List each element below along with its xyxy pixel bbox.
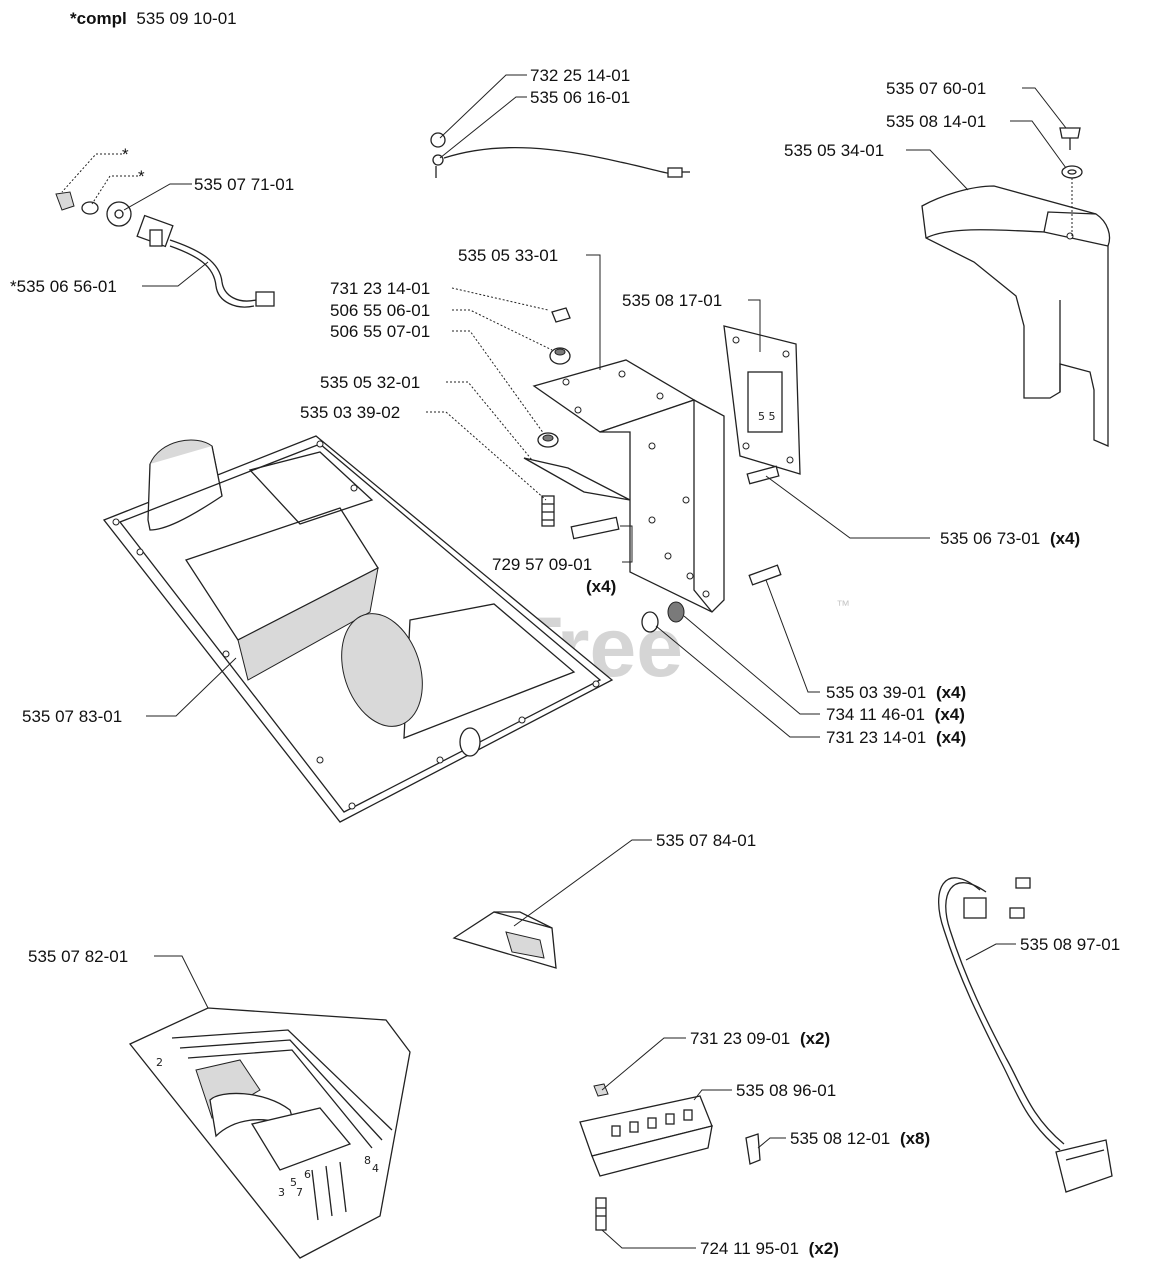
- mounting-bracket: [523, 307, 725, 613]
- callout-535-05-32-01: 535 05 32-01: [320, 373, 420, 392]
- callout-724-11-95-01-number: 724 11 95-01: [700, 1239, 799, 1258]
- callout-724-11-95-01-qty: (x2): [809, 1239, 839, 1258]
- callout-734-11-46-01-number: 734 11 46-01: [826, 705, 925, 724]
- switch-assembly: [55, 191, 275, 308]
- wire-harness-large: [938, 877, 1113, 1193]
- callout-731-23-09-01: 731 23 09-01 (x2): [690, 1029, 830, 1048]
- panel-mark-5: 5: [290, 1176, 297, 1189]
- callout-labels: 732 25 14-01 535 06 16-01 535 07 60-01 5…: [10, 66, 1120, 1258]
- callout-731-23-09-01-number: 731 23 09-01: [690, 1029, 790, 1048]
- callout-535-06-73-01-number: 535 06 73-01: [940, 529, 1040, 548]
- callout-535-06-56-01: *535 06 56-01: [10, 277, 117, 296]
- callout-732-25-14-01: 732 25 14-01: [530, 66, 630, 85]
- callout-731-23-14-01-x4-qty: (x4): [936, 728, 966, 747]
- label-plate: 5 5: [723, 325, 801, 475]
- callout-535-07-82-01: 535 07 82-01: [28, 947, 128, 966]
- panel-mark-3: 3: [278, 1186, 285, 1199]
- callout-731-23-14-01-x4-number: 731 23 14-01: [826, 728, 926, 747]
- callout-535-07-84-01: 535 07 84-01: [656, 831, 756, 850]
- bracket-screws: [570, 465, 782, 633]
- callout-535-06-73-01-qty: (x4): [1050, 529, 1080, 548]
- leader-lines: [61, 74, 1067, 1249]
- callout-506-55-06-01: 506 55 06-01: [330, 301, 430, 320]
- callout-535-03-39-01-qty: (x4): [936, 683, 966, 702]
- callout-731-23-09-01-qty: (x2): [800, 1029, 830, 1048]
- callout-535-03-39-02: 535 03 39-02: [300, 403, 400, 422]
- callout-535-08-17-01: 535 08 17-01: [622, 291, 722, 310]
- callout-535-05-33-01: 535 05 33-01: [458, 246, 558, 265]
- callout-535-07-60-01: 535 07 60-01: [886, 79, 986, 98]
- svg-text:5 5: 5 5: [758, 410, 776, 423]
- cable-harness-small: [430, 132, 690, 178]
- base-plate: [102, 435, 614, 823]
- assembly-title-prefix: *compl: [70, 9, 127, 28]
- callout-731-23-14-01: 731 23 14-01: [330, 279, 430, 298]
- callout-535-07-71-01: 535 07 71-01: [194, 175, 294, 194]
- callout-asterisk-b: *: [138, 167, 145, 186]
- callout-535-05-34-01: 535 05 34-01: [784, 141, 884, 160]
- callout-535-03-39-01-number: 535 03 39-01: [826, 683, 926, 702]
- assembly-title-number: 535 09 10-01: [136, 9, 236, 28]
- panel-mark-7: 7: [296, 1186, 303, 1199]
- panel-mark-4: 4: [372, 1162, 379, 1175]
- small-cover: [452, 911, 557, 969]
- callout-729-57-09-01: 729 57 09-01: [492, 555, 592, 574]
- callout-535-08-14-01: 535 08 14-01: [886, 112, 986, 131]
- callout-535-08-12-01-number: 535 08 12-01: [790, 1129, 890, 1148]
- terminal-block: [579, 1083, 761, 1231]
- callout-724-11-95-01: 724 11 95-01 (x2): [700, 1239, 839, 1258]
- callout-731-23-14-01-x4: 731 23 14-01 (x4): [826, 728, 966, 747]
- panel-mark-8: 8: [364, 1154, 371, 1167]
- callout-535-08-12-01-qty: (x8): [900, 1129, 930, 1148]
- callout-535-06-16-01: 535 06 16-01: [530, 88, 630, 107]
- callout-535-03-39-01: 535 03 39-01 (x4): [826, 683, 966, 702]
- assembly-title: *compl 535 09 10-01: [70, 9, 237, 28]
- callout-535-06-73-01: 535 06 73-01 (x4): [940, 529, 1080, 548]
- panel-mark-2: 2: [156, 1056, 163, 1069]
- callout-asterisk-a: *: [122, 145, 129, 164]
- callout-734-11-46-01-qty: (x4): [935, 705, 965, 724]
- rear-cover: [921, 127, 1111, 447]
- callout-734-11-46-01: 734 11 46-01 (x4): [826, 705, 965, 724]
- watermark-trademark: ™: [836, 597, 850, 613]
- callout-506-55-07-01: 506 55 07-01: [330, 322, 430, 341]
- callout-535-07-83-01: 535 07 83-01: [22, 707, 122, 726]
- callout-535-08-96-01: 535 08 96-01: [736, 1081, 836, 1100]
- callout-535-08-12-01: 535 08 12-01 (x8): [790, 1129, 930, 1148]
- control-panel: 2 3 4 5 6 7 8: [128, 1007, 411, 1259]
- callout-729-57-09-01-qty: (x4): [586, 577, 616, 596]
- callout-535-08-97-01: 535 08 97-01: [1020, 935, 1120, 954]
- panel-mark-6: 6: [304, 1168, 311, 1181]
